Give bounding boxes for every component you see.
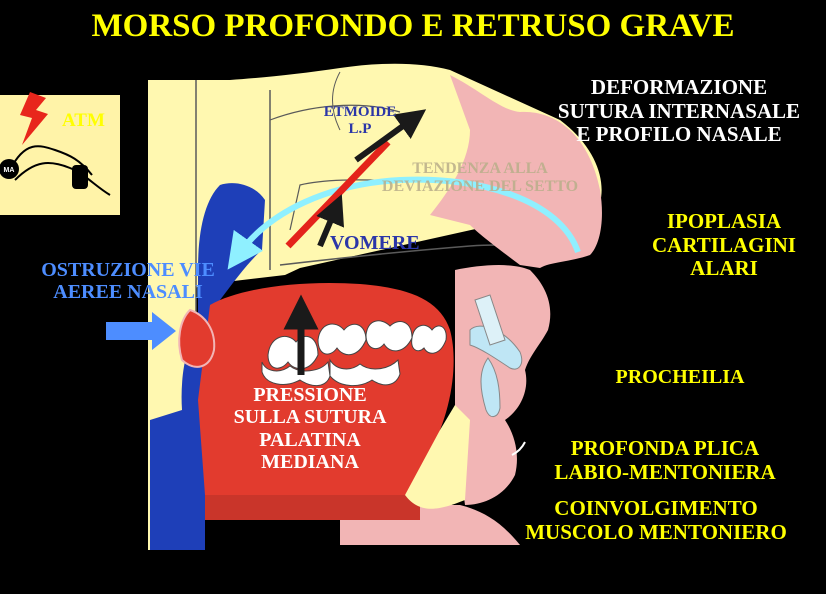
- deformazione-label: DEFORMAZIONE SUTURA INTERNASALE E PROFIL…: [557, 75, 801, 147]
- upper-teeth: [267, 320, 447, 370]
- atm-label: ATM: [62, 110, 105, 131]
- ethmoid-arrow: [354, 109, 427, 163]
- condyle-shape: [72, 165, 88, 189]
- pain-lightning-icon: [20, 92, 48, 145]
- procheilia-label: PROCHEILIA: [615, 366, 745, 388]
- tendenza-label: TENDENZA ALLA DEVIAZIONE DEL SETTO: [381, 160, 579, 195]
- ma-badge: [0, 159, 19, 179]
- ostruzione-label: OSTRUZIONE VIE AEREE NASALI: [41, 259, 215, 304]
- plica-pointer: [511, 441, 526, 456]
- page-title: MORSO PROFONDO E RETRUSO GRAVE: [91, 8, 735, 44]
- plica-label: PROFONDA PLICA LABIO-MENTONIERA: [554, 436, 776, 484]
- ethmoid-red-line: [285, 139, 391, 249]
- lips-chin-soft-tissue: [455, 265, 551, 505]
- mandible: [405, 405, 470, 509]
- septum-deviation-arrow: [227, 176, 581, 270]
- pharyngeal-airway: [150, 410, 182, 550]
- incisors: [469, 294, 523, 417]
- etmoide-label: ETMOIDE L.P: [323, 104, 397, 137]
- ma-badge-text: MA: [4, 167, 15, 174]
- coinvolgimento-label: COINVOLGIMENTO MUSCOLO MENTONIERO: [525, 496, 787, 544]
- lower-teeth: [261, 358, 401, 386]
- soft-palate: [178, 308, 216, 368]
- atm-inset: MA: [0, 92, 120, 215]
- vomer-arrow: [316, 194, 345, 248]
- pressione-label: PRESSIONE SULLA SUTURA PALATINA MEDIANA: [233, 384, 387, 474]
- ipoplasia-label: IPOPLASIA CARTILAGINI ALARI: [652, 209, 796, 281]
- floor-of-mouth: [205, 495, 420, 520]
- airway-obstruction-arrow: [106, 312, 176, 350]
- vomere-label: VOMERE: [330, 232, 420, 254]
